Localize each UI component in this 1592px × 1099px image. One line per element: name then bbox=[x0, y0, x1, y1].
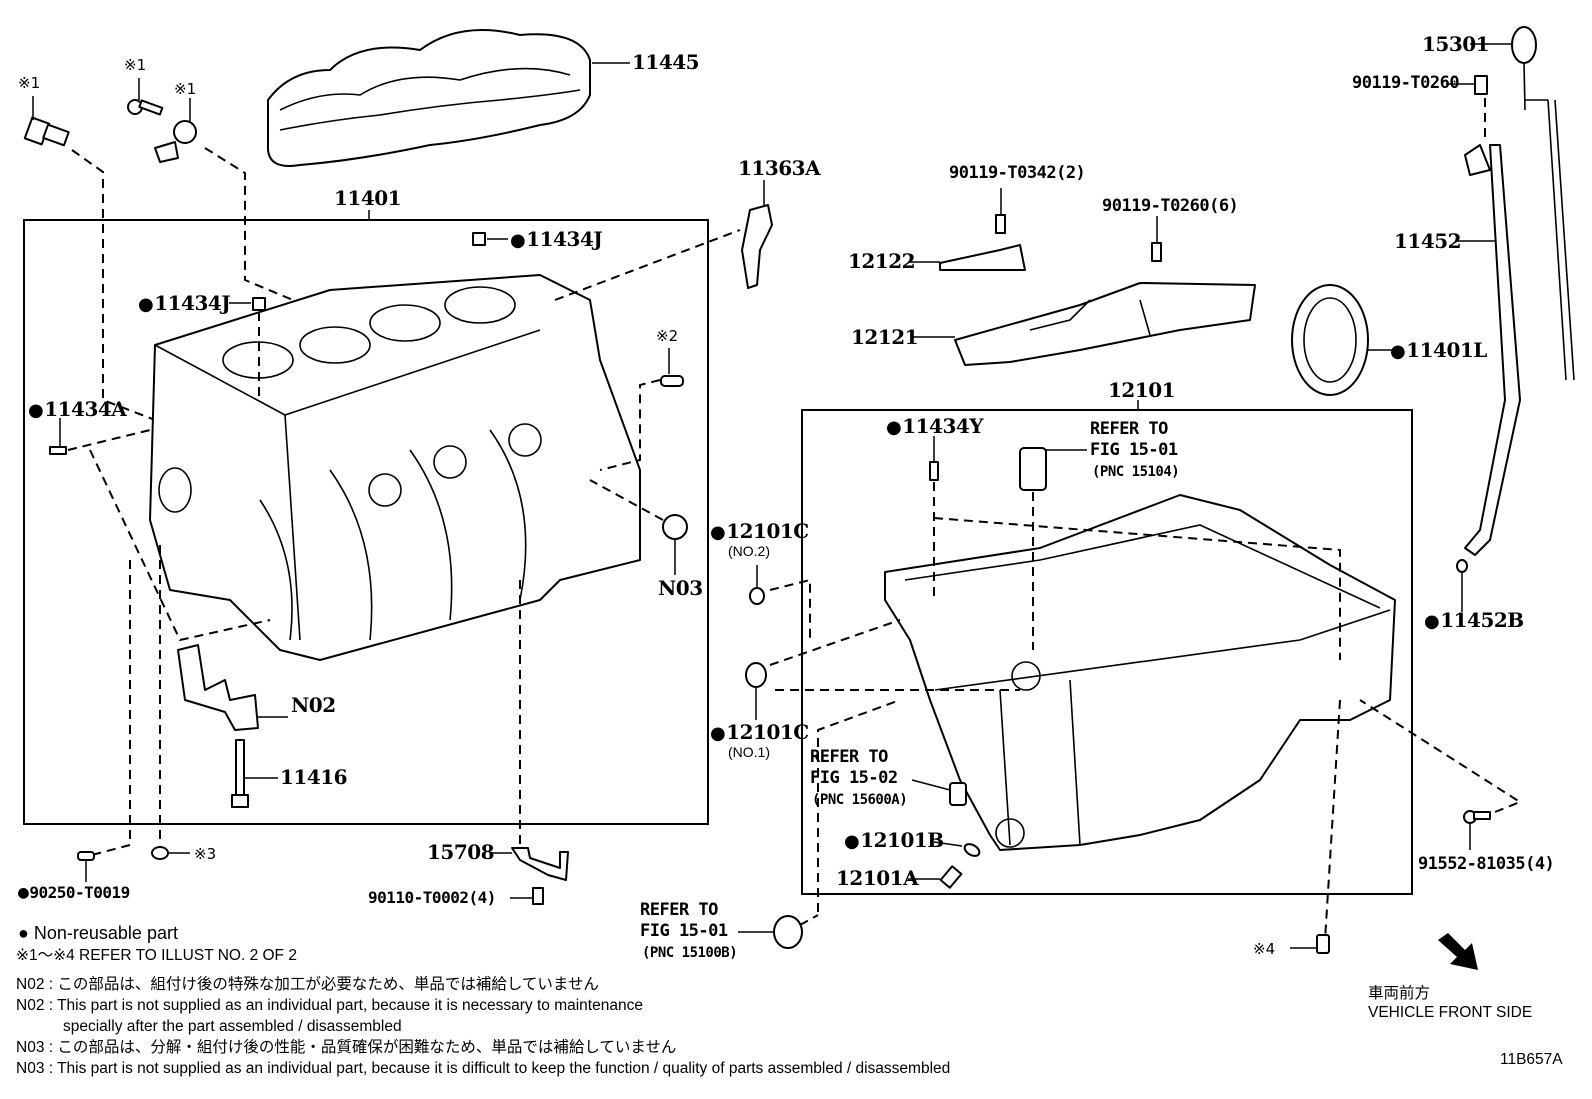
refer-to-15600a-line1: REFER TO bbox=[810, 747, 888, 767]
head-gasket-part bbox=[267, 29, 630, 167]
sensor-part bbox=[154, 98, 197, 163]
dowel-pin-part bbox=[472, 232, 486, 246]
cylinder-block-group-box bbox=[23, 219, 709, 825]
part-label-11401[interactable]: 11401 bbox=[334, 186, 402, 210]
refer-to-15104-line3: (PNC 15104) bbox=[1092, 464, 1180, 480]
bearing-cap-part bbox=[177, 644, 259, 731]
refer-to-15104-line2[interactable]: FIG 15-01 bbox=[1090, 440, 1178, 460]
part-label-90250-t0019[interactable]: 90250-T0019 bbox=[18, 884, 130, 902]
dowel-pin-part bbox=[929, 461, 939, 481]
part-label-15708[interactable]: 15708 bbox=[427, 840, 495, 864]
part-label-11434y[interactable]: 11434Y bbox=[886, 416, 983, 437]
gasket-part bbox=[963, 843, 981, 857]
bolt-part bbox=[1474, 75, 1488, 95]
note-n03-jp: N03 : この部品は、分解・組付け後の性能・品質確保が困難なため、単品では補給… bbox=[16, 1039, 677, 1056]
part-label-11434a[interactable]: 11434A bbox=[28, 399, 127, 420]
legend-non-reusable-text: Non-reusable part bbox=[33, 923, 178, 943]
part-label-11445[interactable]: 11445 bbox=[632, 50, 700, 74]
bolt-part bbox=[532, 887, 544, 905]
part-label-12101c-no1-sub: (NO.1) bbox=[728, 744, 770, 760]
part-label-12101b[interactable]: 12101B bbox=[844, 830, 944, 851]
part-label-90119-t0260[interactable]: 90119-T0260 bbox=[1352, 73, 1460, 93]
oil-pan-group-box bbox=[801, 409, 1413, 895]
plug-part bbox=[151, 846, 169, 860]
bolt-part bbox=[995, 214, 1006, 234]
vehicle-front-label-en: VEHICLE FRONT SIDE bbox=[1368, 1004, 1533, 1021]
non-reusable-dot-icon: ● bbox=[18, 923, 34, 943]
legend-refer-illust: ※1～※4 REFER TO ILLUST NO. 2 OF 2 bbox=[16, 947, 297, 964]
part-label-90119-t0260-6[interactable]: 90119-T0260(6) bbox=[1102, 196, 1239, 216]
part-label-11363a[interactable]: 11363A bbox=[738, 156, 821, 180]
cap-bolt-part bbox=[235, 739, 245, 796]
vehicle-front-arrow-icon bbox=[1438, 933, 1478, 970]
part-label-90119-t0342[interactable]: 90119-T0342(2) bbox=[949, 163, 1086, 183]
part-label-11452[interactable]: 11452 bbox=[1394, 229, 1462, 253]
part-label-90110-t0002[interactable]: 90110-T0002(4) bbox=[368, 888, 496, 907]
pin-part bbox=[660, 375, 684, 387]
part-label-12101[interactable]: 12101 bbox=[1108, 378, 1176, 402]
part-label-11416[interactable]: 11416 bbox=[280, 765, 348, 789]
ref-mark-4: ※4 bbox=[1253, 940, 1276, 958]
vehicle-front-label-jp: 車両前方 bbox=[1368, 985, 1431, 1002]
part-label-11401l[interactable]: 11401L bbox=[1390, 340, 1487, 361]
oil-baffle-part bbox=[954, 282, 1256, 366]
refer-to-15600a-line2[interactable]: FIG 15-02 bbox=[810, 768, 898, 788]
part-label-12101a[interactable]: 12101A bbox=[836, 866, 919, 890]
oil-baffle-plate-part bbox=[939, 244, 1026, 271]
note-n03-en: N03 : This part is not supplied as an in… bbox=[16, 1060, 951, 1077]
drain-plug-part bbox=[939, 865, 963, 889]
legend-non-reusable: ● Non-reusable part bbox=[18, 924, 178, 942]
part-label-12101c-no2[interactable]: 12101C bbox=[710, 521, 809, 542]
ref-mark-1: ※1 bbox=[124, 56, 147, 74]
dipstick-part bbox=[1470, 26, 1575, 381]
oil-strainer-part bbox=[949, 782, 967, 806]
part-label-91552-81035[interactable]: 91552-81035(4) bbox=[1418, 854, 1555, 874]
knock-sensor-part bbox=[23, 96, 70, 147]
part-label-11434j-left[interactable]: 11434J bbox=[138, 293, 231, 314]
refer-to-15104-line1: REFER TO bbox=[1090, 419, 1168, 439]
note-n02-en-cont: specially after the part assembled / dis… bbox=[63, 1018, 402, 1035]
bolt-part bbox=[1151, 242, 1162, 262]
part-label-15301[interactable]: 15301 bbox=[1422, 32, 1490, 56]
part-label-12101c-no2-sub: (NO.2) bbox=[728, 543, 770, 559]
bracket-part bbox=[741, 204, 773, 289]
part-label-11452b[interactable]: 11452B bbox=[1424, 610, 1524, 631]
dipstick-guide-part bbox=[1456, 144, 1521, 556]
part-label-n03[interactable]: N03 bbox=[658, 576, 703, 600]
ref-mark-2: ※2 bbox=[656, 327, 679, 345]
o-ring-part bbox=[745, 662, 767, 688]
note-n02-jp: N02 : この部品は、組付け後の特殊な加工が必要なため、単品では補給していませ… bbox=[16, 976, 599, 993]
part-label-n02[interactable]: N02 bbox=[291, 693, 336, 717]
bolt-part bbox=[127, 78, 164, 116]
ref-mark-1: ※1 bbox=[18, 74, 41, 92]
refer-to-15100b-line1: REFER TO bbox=[640, 900, 718, 920]
strainer-gasket-part bbox=[1019, 447, 1047, 491]
refer-to-15100b-line3: (PNC 15100B) bbox=[642, 945, 738, 961]
cylinder-block-part bbox=[149, 274, 641, 661]
ref-mark-3: ※3 bbox=[194, 845, 217, 863]
pin-part bbox=[77, 851, 95, 861]
part-label-12101c-no1[interactable]: 12101C bbox=[710, 722, 809, 743]
oil-pan-part bbox=[884, 494, 1396, 851]
plug-part bbox=[662, 514, 688, 540]
refer-to-15600a-line3: (PNC 15600A) bbox=[812, 792, 908, 808]
bolt-part bbox=[1316, 934, 1330, 954]
dowel-pin-part bbox=[252, 297, 266, 311]
o-ring-part bbox=[1456, 559, 1468, 573]
ref-mark-1: ※1 bbox=[174, 80, 197, 98]
oil-jet-part bbox=[511, 847, 569, 881]
o-ring-part bbox=[749, 587, 765, 605]
note-n02-en: N02 : This part is not supplied as an in… bbox=[16, 997, 643, 1014]
part-label-12122[interactable]: 12122 bbox=[848, 249, 916, 273]
illustration-id: 11B657A bbox=[1500, 1051, 1563, 1068]
pin-part bbox=[49, 446, 67, 455]
part-label-12121[interactable]: 12121 bbox=[851, 325, 919, 349]
o-ring-part bbox=[773, 915, 803, 949]
refer-to-15100b-line2[interactable]: FIG 15-01 bbox=[640, 921, 728, 941]
part-label-11434j-top[interactable]: 11434J bbox=[510, 229, 603, 250]
